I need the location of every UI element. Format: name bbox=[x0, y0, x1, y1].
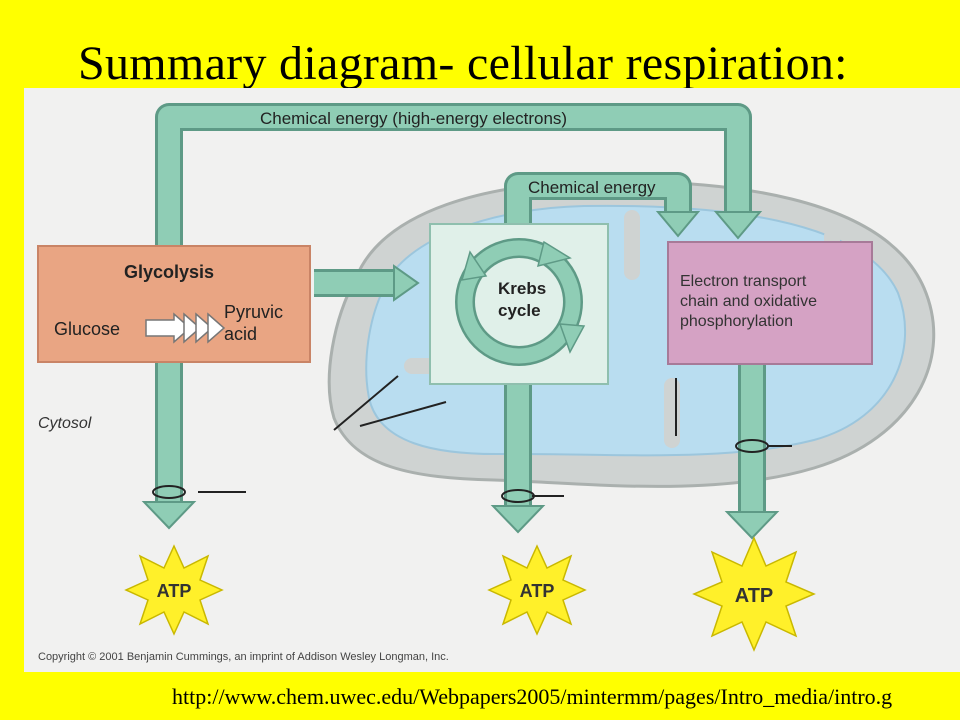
krebs-label-line2: cycle bbox=[498, 301, 541, 320]
pyruvic-acid-label-line2: acid bbox=[224, 324, 257, 344]
diagram-panel: Chemical energy (high-energy electrons) … bbox=[24, 88, 960, 672]
source-url: http://www.chem.uwec.edu/Webpapers2005/m… bbox=[172, 684, 893, 709]
etc-label-line3: phosphorylation bbox=[680, 313, 793, 330]
glucose-label: Glucose bbox=[54, 319, 120, 339]
atp-synthase-rings bbox=[152, 439, 792, 503]
atp-star-3: ATP bbox=[692, 536, 816, 652]
cytosol-label: Cytosol bbox=[38, 415, 92, 432]
arrow-head-into-krebs bbox=[393, 264, 420, 302]
arrow-head-glycolysis-down bbox=[141, 501, 197, 530]
arrow-head-krebs-down bbox=[490, 505, 546, 534]
arrow-heads bbox=[141, 211, 780, 540]
pyruvic-acid-label-line1: Pyruvic bbox=[224, 302, 283, 322]
krebs-cycle-arrowheads bbox=[460, 240, 586, 354]
atp-label-2: ATP bbox=[520, 581, 555, 601]
glycolysis-box: Glycolysis Glucose Pyruvic acid bbox=[37, 245, 311, 363]
krebs-label-line1: Krebs bbox=[498, 279, 546, 298]
copyright-notice: Copyright © 2001 Benjamin Cummings, an i… bbox=[38, 651, 449, 663]
etc-label-line2: chain and oxidative bbox=[680, 293, 817, 310]
respiration-diagram: Chemical energy (high-energy electrons) … bbox=[37, 103, 936, 663]
top-arrow-label: Chemical energy (high-energy electrons) bbox=[260, 109, 567, 128]
atp-label-1: ATP bbox=[157, 581, 192, 601]
arrow-head-top-into-etc bbox=[713, 211, 763, 240]
arrow-head-etc-down bbox=[724, 511, 780, 540]
slide-title: Summary diagram- cellular respiration: bbox=[78, 37, 848, 90]
atp-star-2: ATP bbox=[487, 544, 587, 636]
atp-label-3: ATP bbox=[735, 585, 774, 607]
arrow-head-middle-into-etc bbox=[655, 211, 701, 238]
middle-arrow-label: Chemical energy bbox=[528, 178, 656, 197]
atp-star-1: ATP bbox=[124, 544, 224, 636]
glycolysis-title: Glycolysis bbox=[124, 262, 214, 282]
krebs-cycle-box: Krebs cycle bbox=[429, 223, 609, 385]
etc-label-line1: Electron transport bbox=[680, 273, 807, 290]
glycolysis-step-arrows bbox=[145, 312, 226, 344]
electron-transport-box: Electron transport chain and oxidative p… bbox=[667, 241, 873, 365]
